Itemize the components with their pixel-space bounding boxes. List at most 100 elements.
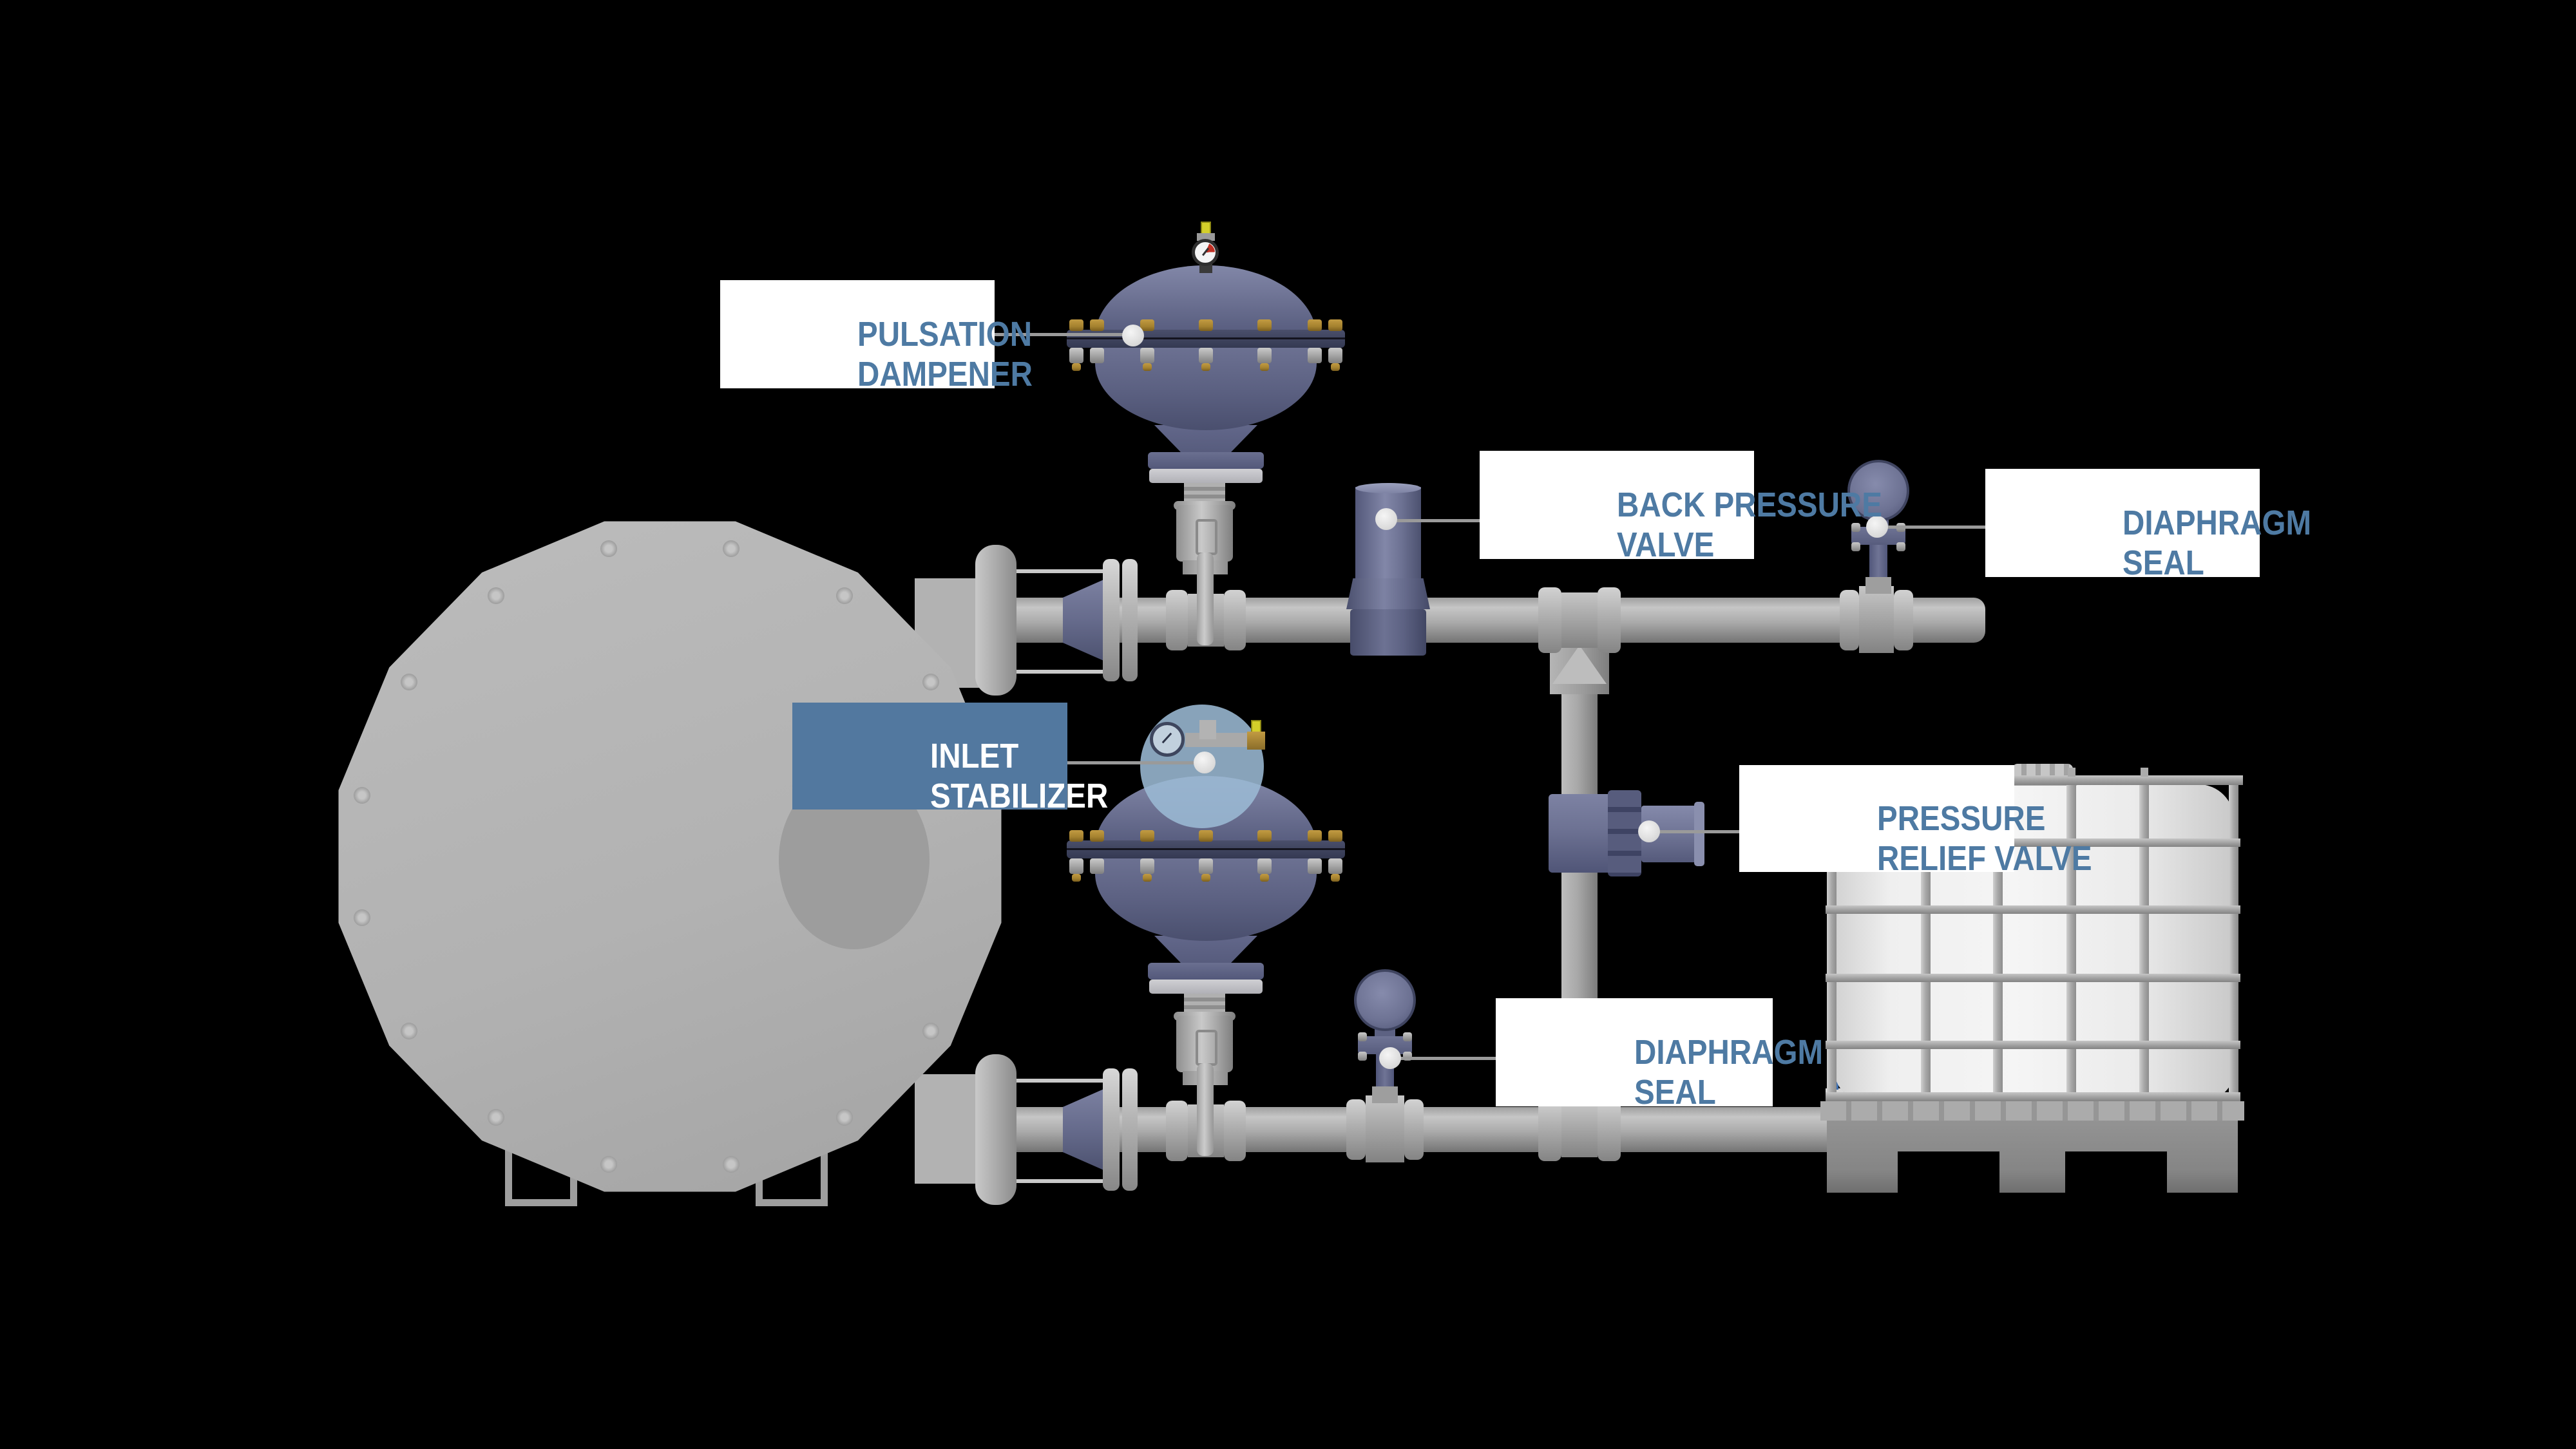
bleed-valve-yellow-handle bbox=[1251, 720, 1261, 733]
label-pressure-relief-valve: PRESSURE RELIEF VALVE bbox=[1739, 765, 2092, 878]
valve-latch-plate bbox=[1196, 519, 1217, 555]
bpv-body bbox=[1355, 487, 1421, 581]
flange-bolt-tip bbox=[1260, 874, 1269, 882]
label-text: DAMPENER bbox=[857, 355, 1033, 393]
tote-pallet-notch bbox=[2065, 1151, 2167, 1193]
gauge-tee-fitting bbox=[1185, 733, 1252, 747]
flange-bolt-tip bbox=[1331, 363, 1340, 371]
flange-bolt bbox=[1199, 830, 1213, 842]
dampener-collar bbox=[1149, 469, 1263, 483]
label-text: SEAL bbox=[2123, 544, 2204, 582]
label-text: VALVE bbox=[1617, 526, 1715, 564]
label-back-pressure-valve: BACK PRESSURE VALVE bbox=[1480, 451, 1882, 564]
flange-nut bbox=[1199, 858, 1213, 874]
gauge-stem bbox=[1199, 264, 1212, 273]
prv-end-ring bbox=[1694, 802, 1704, 866]
flange-bolt-tip bbox=[1260, 363, 1269, 371]
upper-reducer-cone bbox=[1063, 578, 1107, 662]
isolation-valve-body bbox=[1176, 505, 1233, 562]
pipe-coupling-ring bbox=[1894, 590, 1913, 650]
callout-dot-inlet-stabilizer bbox=[1194, 752, 1216, 773]
cage-rail bbox=[1826, 974, 2240, 982]
pump-bolt bbox=[600, 1156, 617, 1173]
seal-gauge-disc bbox=[1354, 969, 1416, 1031]
pump-bolt bbox=[354, 787, 370, 804]
cage-rail bbox=[1826, 905, 2240, 914]
flange-nut bbox=[1308, 348, 1322, 363]
pipe-coupling-ring bbox=[1346, 1099, 1366, 1160]
flange-bolt bbox=[1308, 830, 1322, 842]
pump-bolt bbox=[354, 909, 370, 926]
flange-bolt bbox=[1090, 319, 1104, 331]
pipe-coupling-ring bbox=[1404, 1099, 1424, 1160]
label-text: INLET bbox=[930, 737, 1018, 775]
leader-line-pressure-relief-valve bbox=[1649, 830, 1741, 833]
upper-flange-disc bbox=[1122, 559, 1138, 681]
pump-bolt bbox=[600, 540, 617, 557]
label-text: DIAPHRAGM bbox=[1634, 1033, 1824, 1072]
valve-latch-plate bbox=[1196, 1030, 1217, 1066]
flange-nut bbox=[1257, 348, 1272, 363]
flange-bolt-tip bbox=[1201, 874, 1210, 882]
tie-rod bbox=[1014, 670, 1105, 674]
pump-bolt bbox=[723, 540, 739, 557]
pump-bolt bbox=[723, 1156, 739, 1173]
seal-gauge-disc bbox=[1847, 460, 1909, 522]
pipe-coupling-sleeve bbox=[1366, 1095, 1404, 1162]
callout-dot-diaphragm-seal-top bbox=[1866, 516, 1888, 538]
tie-rod bbox=[1014, 1179, 1105, 1183]
pump-lower-port-flange bbox=[975, 1054, 1016, 1205]
valve-lever bbox=[1197, 1063, 1214, 1156]
leader-line-diaphragm-seal-bottom bbox=[1390, 1057, 1497, 1060]
callout-dot-back-pressure-valve bbox=[1375, 508, 1397, 530]
air-valve-yellow bbox=[1201, 222, 1211, 234]
stabilizer-collar bbox=[1149, 980, 1263, 994]
pipe-coupling-sleeve bbox=[1859, 586, 1894, 653]
label-text: DIAPHRAGM bbox=[2123, 504, 2312, 542]
flange-nut bbox=[1199, 348, 1213, 363]
flange-nut bbox=[1090, 858, 1104, 874]
pump-bolt bbox=[401, 1023, 417, 1039]
seal-stem-fitting bbox=[1865, 577, 1891, 594]
label-text: BACK PRESSURE bbox=[1617, 486, 1882, 524]
valve-lever bbox=[1197, 553, 1214, 645]
lower-tee-ring bbox=[1538, 1099, 1561, 1161]
lower-flange-disc bbox=[1103, 1068, 1120, 1191]
seal-stem bbox=[1869, 545, 1887, 582]
cage-bar bbox=[2066, 777, 2076, 1101]
seal-bolt bbox=[1851, 542, 1860, 551]
upper-discharge-pipe bbox=[992, 598, 1985, 643]
prv-ribbed-collar bbox=[1608, 790, 1641, 876]
bleed-valve-brass-body bbox=[1247, 732, 1265, 750]
dampener-base-flange bbox=[1148, 452, 1264, 469]
stabilizer-base-flange bbox=[1148, 963, 1264, 980]
cage-post-nub bbox=[2068, 768, 2075, 777]
leader-line-inlet-stabilizer bbox=[1066, 761, 1205, 764]
seal-bolt bbox=[1358, 1032, 1367, 1041]
valve-coupling-ring bbox=[1224, 590, 1246, 650]
cage-rail-bottom bbox=[1826, 1092, 2240, 1101]
pump-bolt bbox=[922, 1023, 939, 1039]
seal-bolt bbox=[1358, 1052, 1367, 1061]
flange-bolt-tip bbox=[1331, 874, 1340, 882]
flange-nut bbox=[1140, 348, 1154, 363]
flange-bolt-tip bbox=[1201, 363, 1210, 371]
flange-bolt-tip bbox=[1072, 874, 1081, 882]
flange-nut bbox=[1090, 348, 1104, 363]
flange-nut bbox=[1328, 858, 1342, 874]
isolation-valve-body bbox=[1176, 1016, 1233, 1072]
label-diaphragm-seal-top: DIAPHRAGM SEAL bbox=[1985, 469, 2311, 582]
flange-bolt bbox=[1328, 319, 1342, 331]
flange-bolt bbox=[1140, 830, 1154, 842]
flange-bolt bbox=[1090, 830, 1104, 842]
bpv-top-cap bbox=[1355, 483, 1421, 493]
pipe-coupling-ring bbox=[1840, 590, 1859, 650]
valve-coupling-ring bbox=[1166, 590, 1188, 650]
pump-bolt bbox=[488, 1109, 504, 1126]
upper-flange-disc bbox=[1103, 559, 1120, 681]
pump-bolt bbox=[401, 674, 417, 690]
bpv-lower-block bbox=[1350, 609, 1426, 656]
tote-pallet-deck bbox=[1820, 1101, 2244, 1121]
flange-bolt-tip bbox=[1072, 363, 1081, 371]
